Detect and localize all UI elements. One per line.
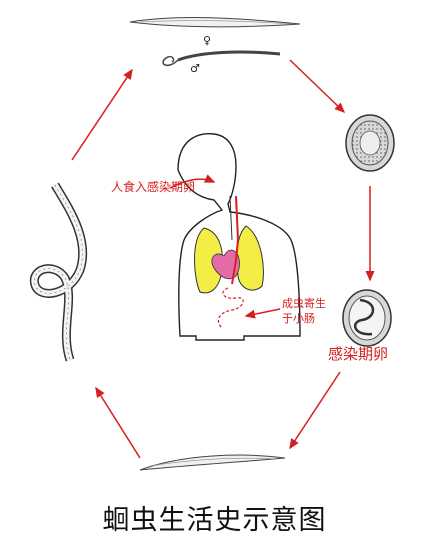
fertilized-egg [345,114,395,172]
ingest-pointer [169,174,216,189]
ingest-label: 人食入感染期卵 [111,180,196,194]
adult-female-worm [129,17,301,28]
esophagus [229,195,233,241]
coiled-worm [29,182,88,362]
male-symbol: ♂ [190,62,200,75]
infective-egg-label: 感染期卵 [328,345,389,363]
adult-label-line2: 于小肠 [282,312,315,325]
adult-male-worm [162,50,281,67]
arrow-infective-to-larva [289,371,341,450]
female-symbol: ♀ [203,34,211,47]
migration-path [231,195,240,285]
heart [211,249,240,280]
adult-label-line1: 成虫寄生 [282,297,326,310]
intestine [217,287,244,329]
adult-pointer [244,308,281,319]
arrow-worm-to-egg [289,59,346,114]
diagram-title: 蛔虫生活史示意图 [102,505,327,536]
arrow-coiled-to-adult [71,68,133,161]
arrow-larva-to-coiled [95,386,141,459]
larva [139,454,286,471]
left-lung [194,227,223,294]
adult-label: 成虫寄生 于小肠 [282,296,334,326]
infective-egg [342,289,392,347]
